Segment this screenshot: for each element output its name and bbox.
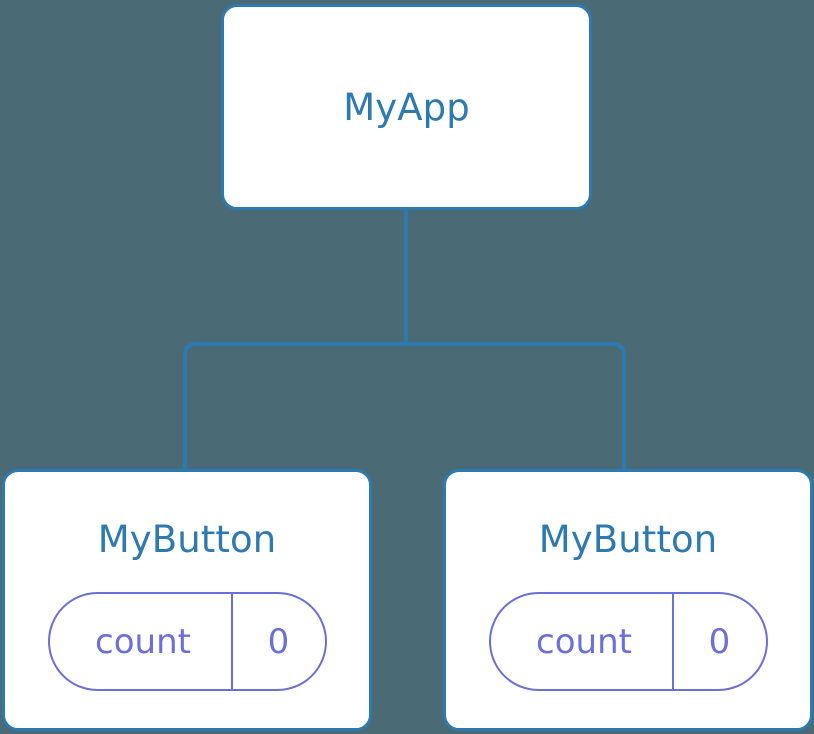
property-chip-count[interactable]: count 0 bbox=[488, 592, 768, 691]
node-title: MyButton bbox=[538, 518, 718, 561]
connector-branch-right bbox=[406, 342, 626, 472]
property-key: count bbox=[536, 621, 632, 662]
node-myapp[interactable]: MyApp bbox=[221, 4, 592, 210]
node-mybutton-2[interactable]: MyButton count 0 bbox=[443, 469, 813, 731]
node-title: MyButton bbox=[97, 518, 277, 561]
property-value: 0 bbox=[671, 594, 766, 689]
property-key: count bbox=[95, 621, 191, 662]
node-mybutton-1[interactable]: MyButton count 0 bbox=[2, 469, 372, 731]
node-title: MyApp bbox=[343, 85, 470, 129]
connector-branch-left bbox=[183, 342, 406, 472]
property-chip-count[interactable]: count 0 bbox=[47, 592, 327, 691]
property-value: 0 bbox=[230, 594, 325, 689]
